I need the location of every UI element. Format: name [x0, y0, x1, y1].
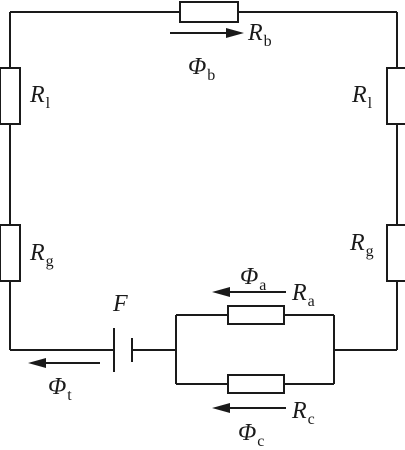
arrow-phi-c — [212, 403, 286, 413]
arrow-phi-a — [212, 287, 286, 297]
label-r-g-left: Rg — [29, 240, 54, 270]
label-phi-b: Φb — [188, 54, 215, 84]
source-f — [113, 328, 133, 372]
label-phi-c: Φc — [238, 420, 264, 450]
resistor-rb — [179, 1, 239, 23]
arrow-phi-b — [170, 28, 244, 38]
label-r-c: Rc — [291, 398, 315, 428]
resistor-rl-left — [0, 67, 21, 125]
labels: Rb Φb Rl Rl Rg Rg F Φa Ra Φt Rc Φc — [29, 20, 374, 450]
resistor-ra — [227, 305, 285, 325]
label-f: F — [112, 291, 128, 317]
flux-arrows — [28, 28, 286, 413]
label-r-g-right: Rg — [349, 230, 374, 260]
resistor-rg-right — [386, 224, 405, 282]
resistor-rl-right — [386, 67, 405, 125]
circuit-wires — [9, 11, 398, 385]
label-r-l-left: Rl — [29, 82, 51, 112]
resistor-rc — [227, 374, 285, 394]
label-r-l-right: Rl — [351, 82, 373, 112]
label-phi-t: Φt — [48, 374, 72, 404]
resistor-rg-left — [0, 224, 21, 282]
label-r-b: Rb — [247, 20, 272, 50]
arrow-phi-t — [28, 358, 100, 368]
label-r-a: Ra — [291, 280, 315, 310]
label-phi-a: Φa — [240, 264, 266, 294]
resistors — [0, 1, 405, 394]
